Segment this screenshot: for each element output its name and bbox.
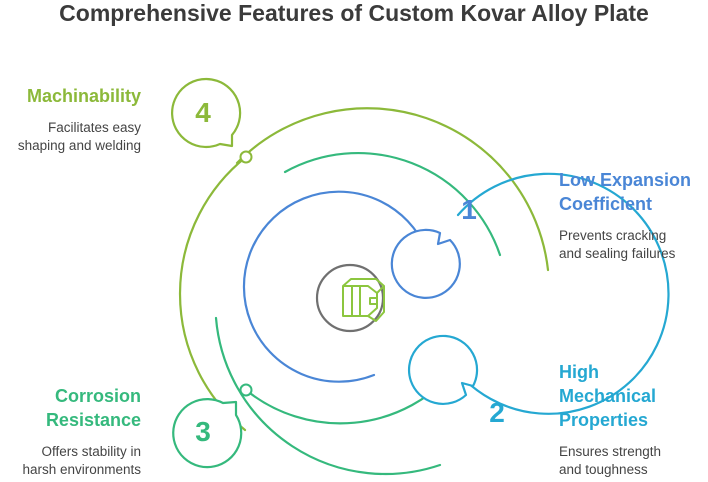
badge-3 bbox=[172, 398, 243, 469]
diagram-title: Comprehensive Features of Custom Kovar A… bbox=[59, 0, 649, 26]
feature-heading-machinability: Machinability bbox=[26, 86, 141, 106]
arc-mechanical bbox=[453, 172, 670, 415]
badge-2 bbox=[407, 334, 479, 406]
feature-description-machinability: Facilitates easy shaping and welding bbox=[17, 120, 141, 153]
feature-description-low-expansion: Prevents cracking and sealing failures bbox=[559, 228, 676, 261]
arc-corrosion-lower bbox=[214, 316, 442, 476]
badge-number-2: 2 bbox=[489, 397, 505, 428]
badge-number-1: 1 bbox=[461, 194, 477, 225]
arc-machinability-outer bbox=[235, 107, 550, 272]
badge-number-3: 3 bbox=[195, 416, 211, 447]
connector-dot-3 bbox=[239, 383, 253, 397]
feature-heading-mechanical: High Mechanical Properties bbox=[559, 362, 657, 430]
feature-description-corrosion: Offers stability in harsh environments bbox=[22, 444, 141, 477]
connector-dot-4 bbox=[239, 150, 253, 164]
badge-4 bbox=[171, 77, 242, 149]
feature-description-mechanical: Ensures strength and toughness bbox=[559, 444, 662, 477]
badge-1 bbox=[390, 228, 461, 299]
kovar-plate-icon bbox=[342, 278, 385, 322]
badge-number-4: 4 bbox=[195, 97, 211, 128]
arc-corrosion-upper bbox=[283, 152, 502, 257]
feature-heading-low-expansion: Low Expansion Coefficient bbox=[559, 170, 692, 214]
arc-low-expansion bbox=[242, 190, 429, 383]
feature-heading-corrosion: Corrosion Resistance bbox=[45, 386, 141, 430]
arc-machinability bbox=[178, 155, 248, 432]
